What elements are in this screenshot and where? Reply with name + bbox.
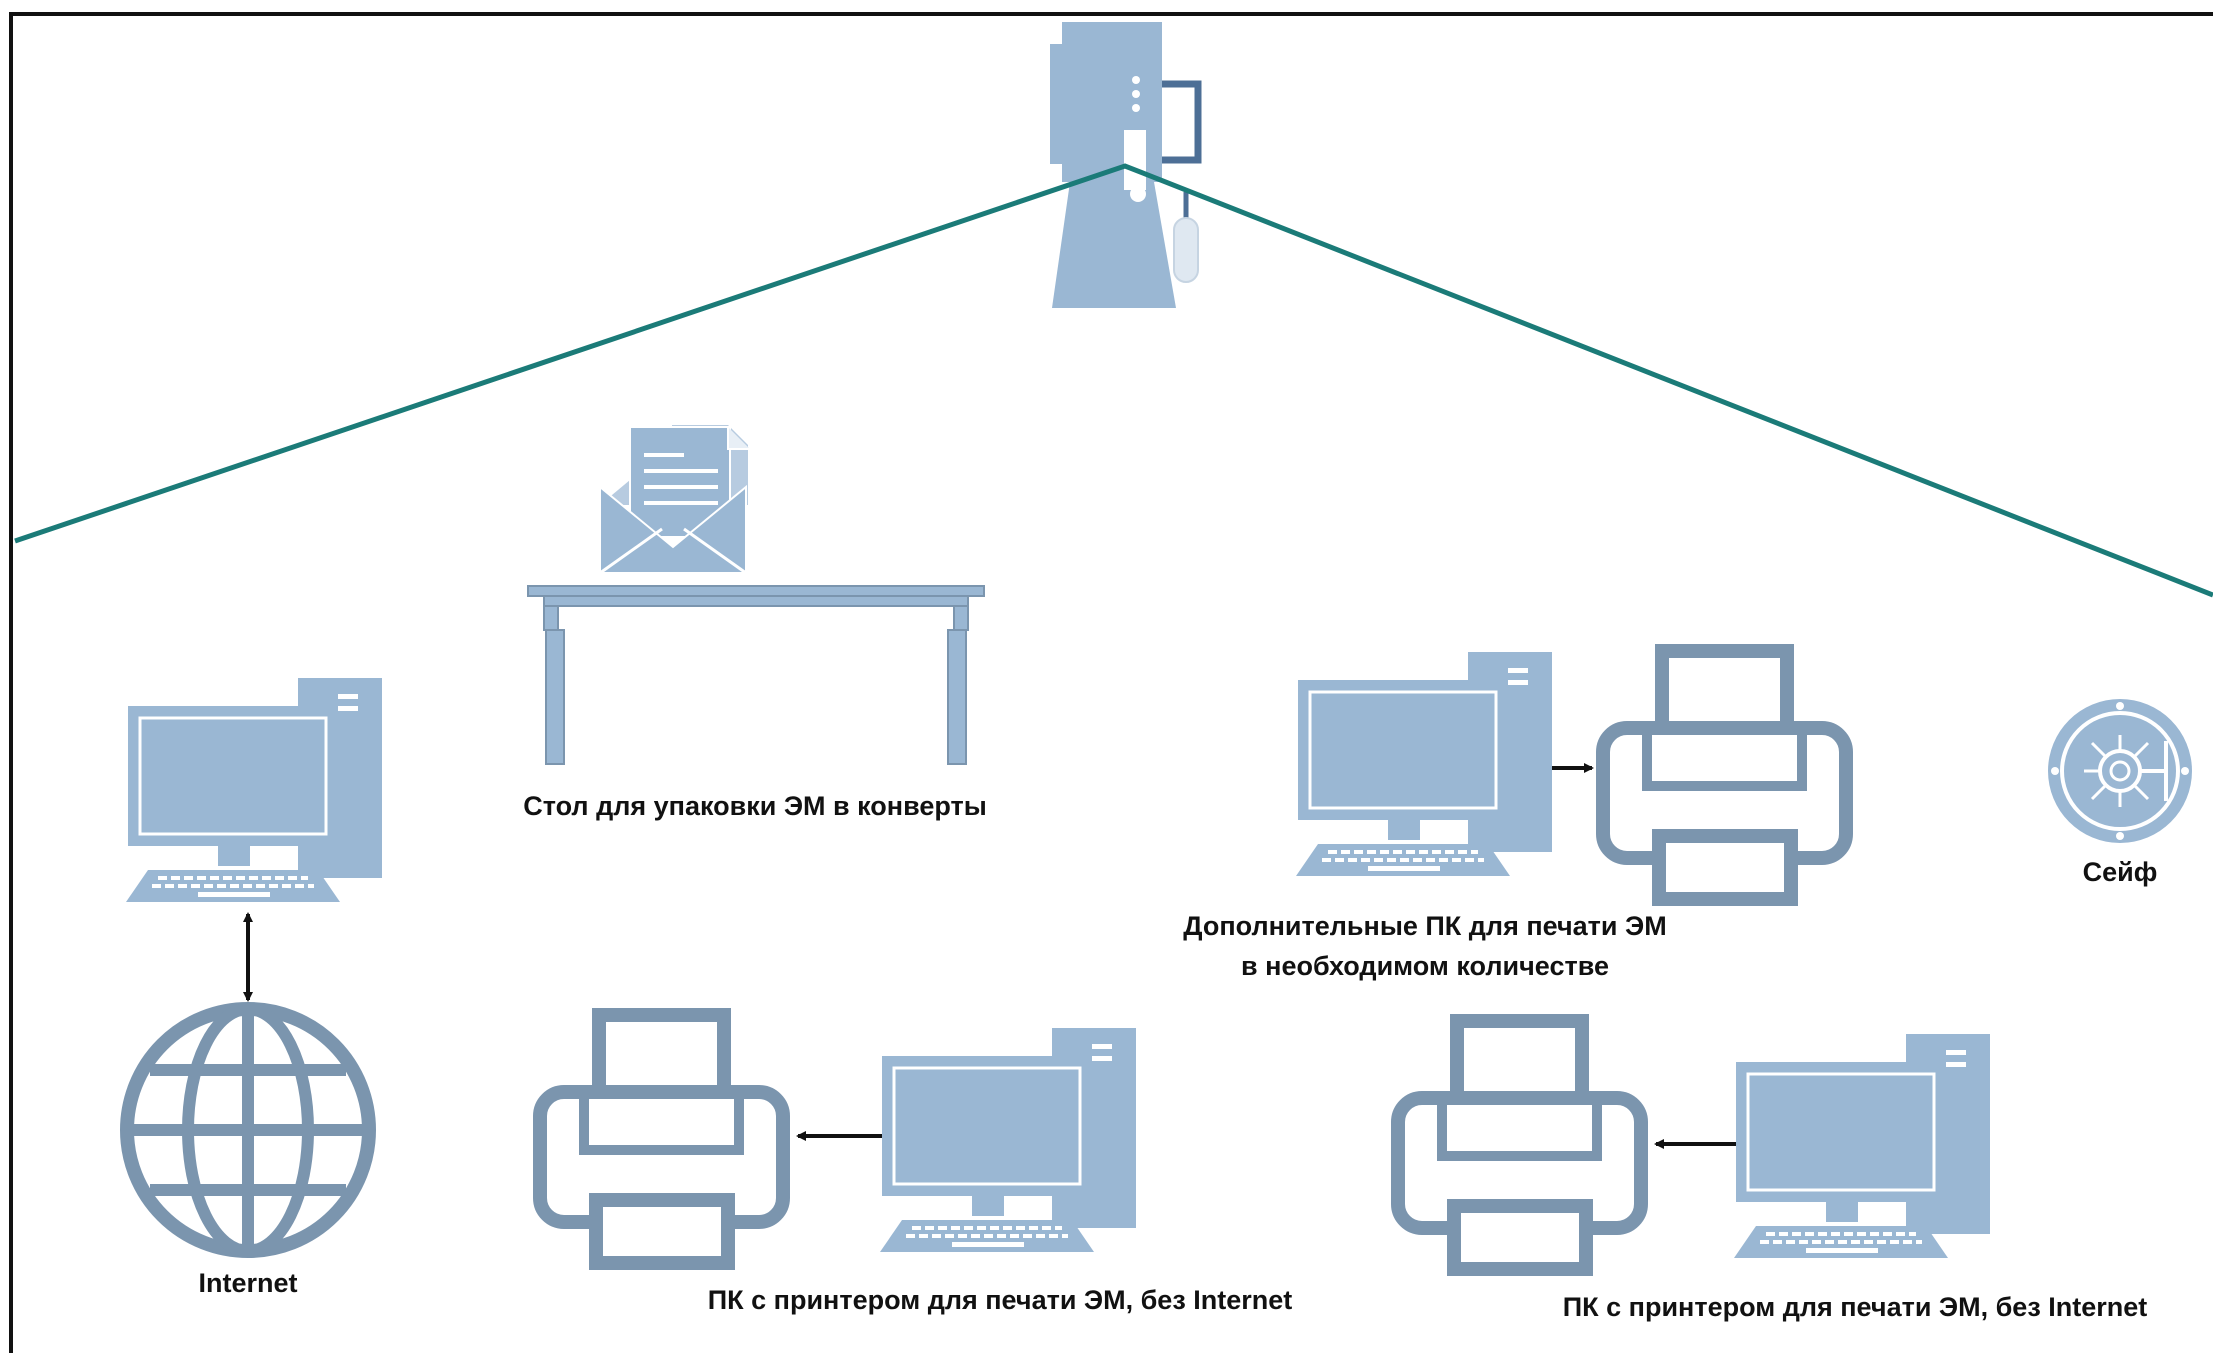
internet-label: Internet: [198, 1268, 298, 1298]
extra-pc-label-line2: в необходимом количестве: [1241, 951, 1609, 981]
printer-icon-extra: [1603, 651, 1846, 899]
safe-icon: [2048, 699, 2192, 843]
computer-icon-1: [878, 1026, 1138, 1254]
table-label: Стол для упаковки ЭМ в конверты: [523, 791, 987, 821]
computer-icon-2: [1732, 1032, 1992, 1260]
extra-pc-label-line1: Дополнительные ПК для печати ЭМ: [1183, 911, 1667, 941]
computer-icon-internet: [124, 676, 384, 904]
router-icon: [1050, 22, 1202, 308]
pc-printer-label-1: ПК с принтером для печати ЭМ, без Intern…: [707, 1285, 1293, 1315]
envelope-icon: [599, 425, 750, 575]
printer-icon-1: [540, 1015, 783, 1263]
globe-icon: [120, 1002, 376, 1258]
diagram-border: [9, 12, 2213, 1353]
pc-printer-label-2: ПК с принтером для печати ЭМ, без Intern…: [1562, 1292, 2148, 1322]
table-icon: [527, 585, 985, 765]
coverage-line: [14, 163, 2213, 598]
printer-icon-2: [1398, 1021, 1641, 1269]
computer-icon-extra: [1294, 650, 1554, 878]
safe-label: Сейф: [2082, 857, 2158, 887]
